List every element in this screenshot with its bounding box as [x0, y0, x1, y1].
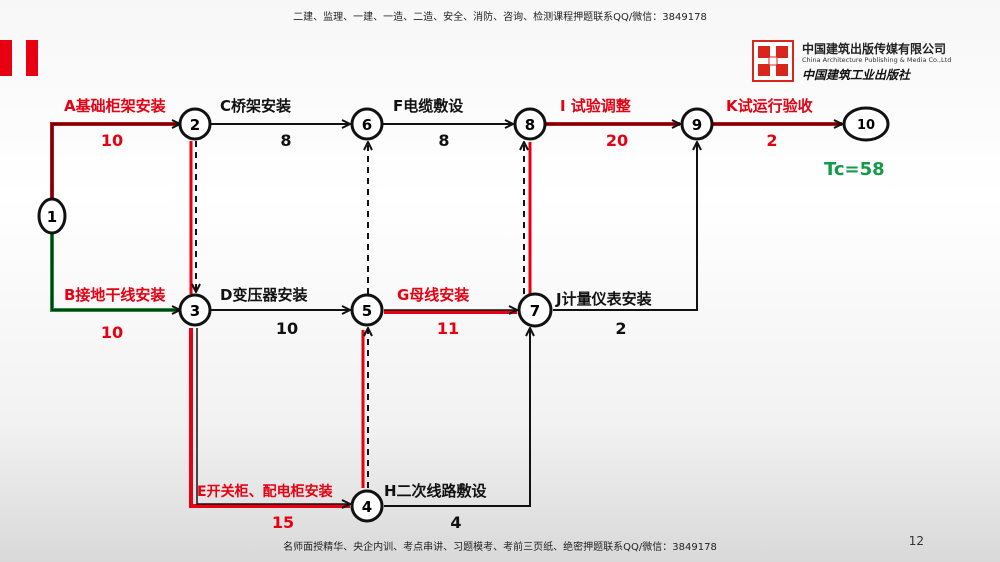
activity-h-name: H二次线路敷设	[384, 482, 487, 500]
activity-b-duration: 10	[101, 323, 123, 342]
activity-b-name: B接地干线安装	[64, 286, 166, 304]
publisher-name-cn2: 中国建筑工业出版社	[802, 68, 911, 82]
title-accent-bar-2	[26, 40, 38, 76]
arrow-e	[189, 328, 350, 506]
page-number: 12	[908, 534, 924, 548]
node-9-label: 9	[692, 116, 702, 134]
node-3-label: 3	[190, 302, 200, 320]
node-7-label: 7	[530, 302, 540, 320]
activity-a-duration: 10	[101, 131, 123, 150]
dummy-2-3	[189, 141, 196, 294]
publisher-logo-icon	[752, 40, 794, 82]
activity-f-name: F电缆敷设	[393, 97, 463, 115]
publisher-logo: 中国建筑出版传媒有限公司 China Architecture Publishi…	[752, 40, 962, 84]
node-2: 2	[178, 107, 212, 141]
dummy-7-8	[524, 142, 532, 294]
node-8-label: 8	[525, 116, 535, 134]
node-10: 10	[842, 106, 890, 142]
node-4: 4	[350, 489, 384, 523]
dummy-4-5	[361, 328, 368, 488]
activity-h-duration: 4	[450, 513, 461, 532]
activity-e-name: E开关柜、配电柜安装	[197, 483, 334, 500]
activity-a-name: A基础柜架安装	[64, 97, 167, 115]
activity-e-duration: 15	[272, 513, 294, 532]
activity-d-name: D变压器安装	[220, 286, 308, 304]
activity-j-name: J计量仪表安装	[555, 290, 653, 308]
activity-g-duration: 11	[437, 319, 459, 338]
activity-d-duration: 10	[276, 319, 298, 338]
activity-f-duration: 8	[438, 131, 449, 150]
arrow-b	[50, 232, 180, 310]
publisher-name-en: China Architecture Publishing & Media Co…	[802, 56, 952, 64]
title-accent-bar	[0, 40, 12, 76]
bottom-banner-text: 名师面授精华、央企内训、考点串讲、习题模考、考前三页纸、绝密押题联系QQ/微信：…	[283, 541, 717, 553]
node-5: 5	[350, 293, 384, 327]
activity-k-name: K试运行验收	[726, 97, 813, 115]
node-2-label: 2	[190, 116, 200, 134]
node-8: 8	[513, 107, 547, 141]
node-3: 3	[178, 293, 212, 327]
arrow-j	[553, 142, 697, 311]
node-6-label: 6	[362, 116, 372, 134]
total-duration: Tc=58	[824, 159, 885, 180]
arrow-a	[50, 124, 180, 200]
node-7: 7	[517, 292, 553, 328]
node-1-label: 1	[47, 208, 57, 226]
node-6: 6	[350, 107, 384, 141]
activity-c-name: C桥架安装	[220, 97, 292, 115]
node-1: 1	[37, 197, 67, 235]
arrow-g	[384, 310, 517, 312]
activity-i-name: I 试验调整	[560, 97, 631, 115]
activity-i-duration: 20	[606, 131, 628, 150]
arrow-h	[384, 328, 530, 507]
node-10-label: 10	[857, 118, 875, 133]
publisher-name-cn: 中国建筑出版传媒有限公司	[802, 42, 947, 56]
activity-k-duration: 2	[766, 131, 777, 150]
node-9: 9	[680, 107, 714, 141]
activity-g-name: G母线安装	[397, 286, 470, 304]
node-4-label: 4	[362, 498, 372, 516]
activity-c-duration: 8	[280, 131, 291, 150]
activity-j-duration: 2	[615, 319, 626, 338]
node-5-label: 5	[362, 302, 372, 320]
top-banner-text: 二建、监理、一建、一造、二造、安全、消防、咨询、检测课程押题联系QQ/微信：38…	[293, 11, 707, 23]
